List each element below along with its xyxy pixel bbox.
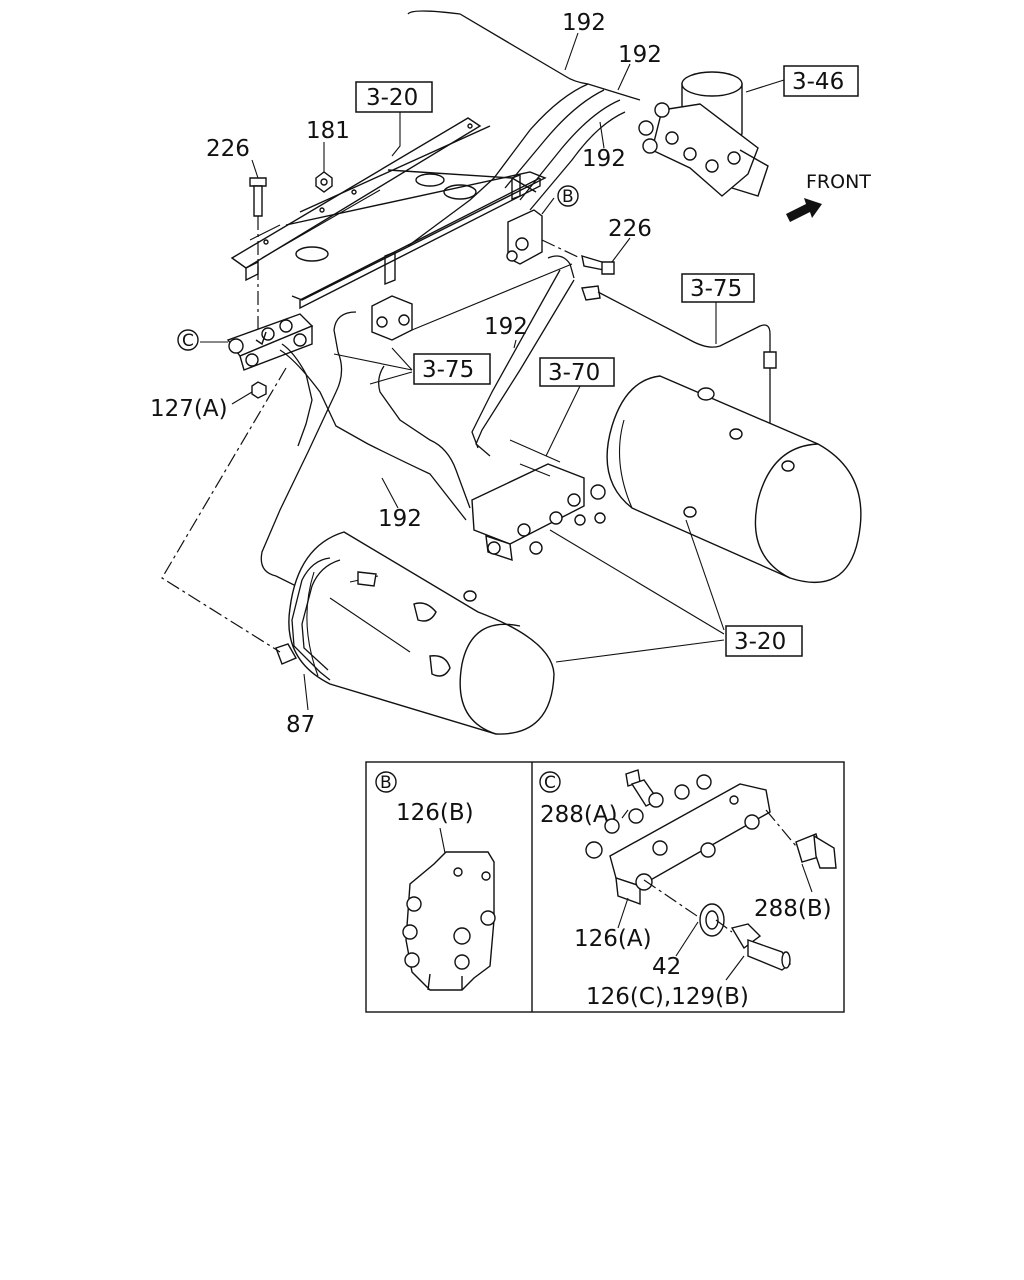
dashed-hose-path [161, 367, 287, 653]
marker-b-inset: B [380, 773, 392, 793]
callout-226-left: 226 [206, 136, 250, 162]
callout-192-mid: 192 [618, 42, 662, 68]
valve-c-manifold [226, 313, 314, 371]
fitting-126c-129b [730, 923, 791, 971]
leader-lines [200, 32, 785, 711]
nut-127a [251, 381, 267, 399]
callout-192-right: 192 [484, 314, 528, 340]
part-126c-129b-label: 126(C),129(B) [586, 984, 749, 1010]
center-manifold [471, 439, 606, 562]
inset-c-panel: C 288(A) 288(B) 126(A) 42 126(C),129(B) [539, 769, 837, 1010]
bolt-288b [795, 833, 837, 869]
marker-c-main: C [177, 329, 199, 351]
part-126b-label: 126(B) [396, 800, 474, 826]
bolt-226-right [541, 239, 615, 275]
main-pipe-runs [260, 269, 575, 589]
svg-text:C: C [182, 331, 194, 351]
ref-3-70: 3-70 [548, 360, 600, 386]
bolt-226-left [249, 177, 267, 332]
part-126a-label: 126(A) [574, 926, 652, 952]
svg-text:B: B [562, 187, 574, 207]
callout-181: 181 [306, 118, 350, 144]
inset-frame [365, 761, 845, 1013]
ref-box-3-20-top [355, 81, 433, 113]
callout-192-air: 192 [582, 146, 626, 172]
ref-box-3-20-bottom [725, 625, 803, 657]
air-dryer-pipes [407, 10, 641, 247]
washer-42 [699, 903, 725, 937]
line-87 [275, 557, 341, 681]
frame-crossmember [230, 117, 547, 310]
callout-192-bottom: 192 [378, 506, 422, 532]
marker-b-main: B [557, 185, 579, 207]
ref-3-46: 3-46 [792, 69, 844, 95]
part-42-label: 42 [652, 954, 681, 980]
ref-3-75-right: 3-75 [690, 276, 742, 302]
inset-b-panel: B 126(B) [375, 771, 496, 991]
ref-3-75-center: 3-75 [422, 357, 474, 383]
manifold-126a [585, 774, 771, 905]
ref-3-20-bottom: 3-20 [734, 629, 786, 655]
valve-b-bracket [506, 209, 575, 279]
air-dryer [638, 71, 769, 197]
ref-box-3-75-right [681, 273, 755, 303]
part-288a-label: 288(A) [540, 802, 618, 828]
front-direction-label: FRONT [806, 171, 871, 193]
ref-box-3-75-center [413, 353, 491, 385]
callout-87: 87 [286, 712, 315, 738]
callout-192-top: 192 [562, 10, 606, 36]
air-tank-right [606, 375, 862, 584]
ref-box-3-46 [783, 65, 859, 97]
callout-226-right: 226 [608, 216, 652, 242]
front-arrow-icon [786, 198, 822, 222]
ref-box-3-70 [539, 357, 615, 387]
ref-3-20-top: 3-20 [366, 85, 418, 111]
part-288b-label: 288(B) [754, 896, 832, 922]
nut-181 [315, 171, 333, 193]
callout-127a: 127(A) [150, 396, 228, 422]
air-tank-left [288, 531, 555, 735]
valve-126b [402, 851, 496, 991]
marker-c-inset: C [544, 773, 556, 793]
center-valve [371, 263, 573, 341]
